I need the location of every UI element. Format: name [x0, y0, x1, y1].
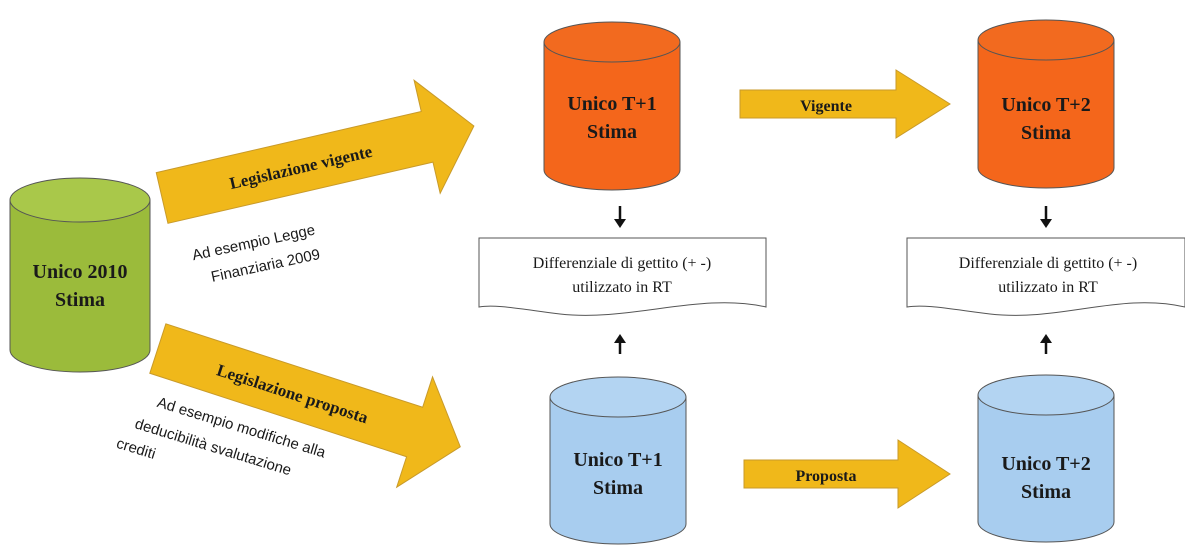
cylinder-unico-t1-vigente-line2: Stima: [587, 121, 637, 143]
cylinder-unico-2010-line2: Stima: [55, 289, 105, 311]
document-t2-line1: Differenziale di gettito (+ -): [959, 255, 1137, 272]
up-arrow-t2: [1040, 334, 1052, 354]
down-arrow-t1: [614, 206, 626, 228]
cylinder-unico-t1-vigente: Unico T+1 Stima: [543, 21, 681, 191]
arrow-legislazione-proposta: Legislazione proposta: [149, 323, 461, 489]
cylinder-unico-t2-proposta: Unico T+2 Stima: [977, 374, 1115, 543]
note-proposta-line3: crediti: [114, 435, 157, 463]
cylinder-unico-t2-vigente: Unico T+2 Stima: [977, 19, 1115, 189]
document-differenziale-t2: Differenziale di gettito (+ -) utilizzat…: [906, 237, 1185, 316]
cylinder-unico-t1-vigente-line1: Unico T+1: [567, 93, 656, 115]
cylinder-unico-t2-proposta-line1: Unico T+2: [1001, 453, 1090, 475]
arrow-vigente: Vigente: [739, 69, 951, 139]
document-t1-line1: Differenziale di gettito (+ -): [533, 255, 711, 272]
arrow-proposta-label: Proposta: [795, 468, 856, 485]
cylinder-unico-2010: Unico 2010 Stima: [9, 177, 151, 373]
document-t1-line2: utilizzato in RT: [572, 279, 672, 296]
down-arrow-t2: [1040, 206, 1052, 228]
cylinder-unico-2010-line1: Unico 2010: [33, 261, 128, 283]
document-t2-line2: utilizzato in RT: [998, 279, 1098, 296]
cylinder-unico-t2-vigente-line2: Stima: [1021, 122, 1071, 144]
cylinder-unico-t1-proposta-line1: Unico T+1: [573, 449, 662, 471]
note-vigente-example: Ad esempio Legge Finanziaria 2009: [191, 222, 322, 286]
document-differenziale-t1: Differenziale di gettito (+ -) utilizzat…: [478, 237, 767, 316]
cylinder-unico-t1-proposta: Unico T+1 Stima: [549, 376, 687, 545]
arrow-proposta: Proposta: [743, 439, 951, 509]
up-arrow-t1: [614, 334, 626, 354]
cylinder-unico-t1-proposta-line2: Stima: [593, 477, 643, 499]
arrow-vigente-label: Vigente: [800, 98, 852, 115]
cylinder-unico-t2-vigente-line1: Unico T+2: [1001, 94, 1090, 116]
cylinder-unico-t2-proposta-line2: Stima: [1021, 481, 1071, 503]
arrow-legislazione-vigente: Legislazione vigente: [155, 79, 475, 224]
